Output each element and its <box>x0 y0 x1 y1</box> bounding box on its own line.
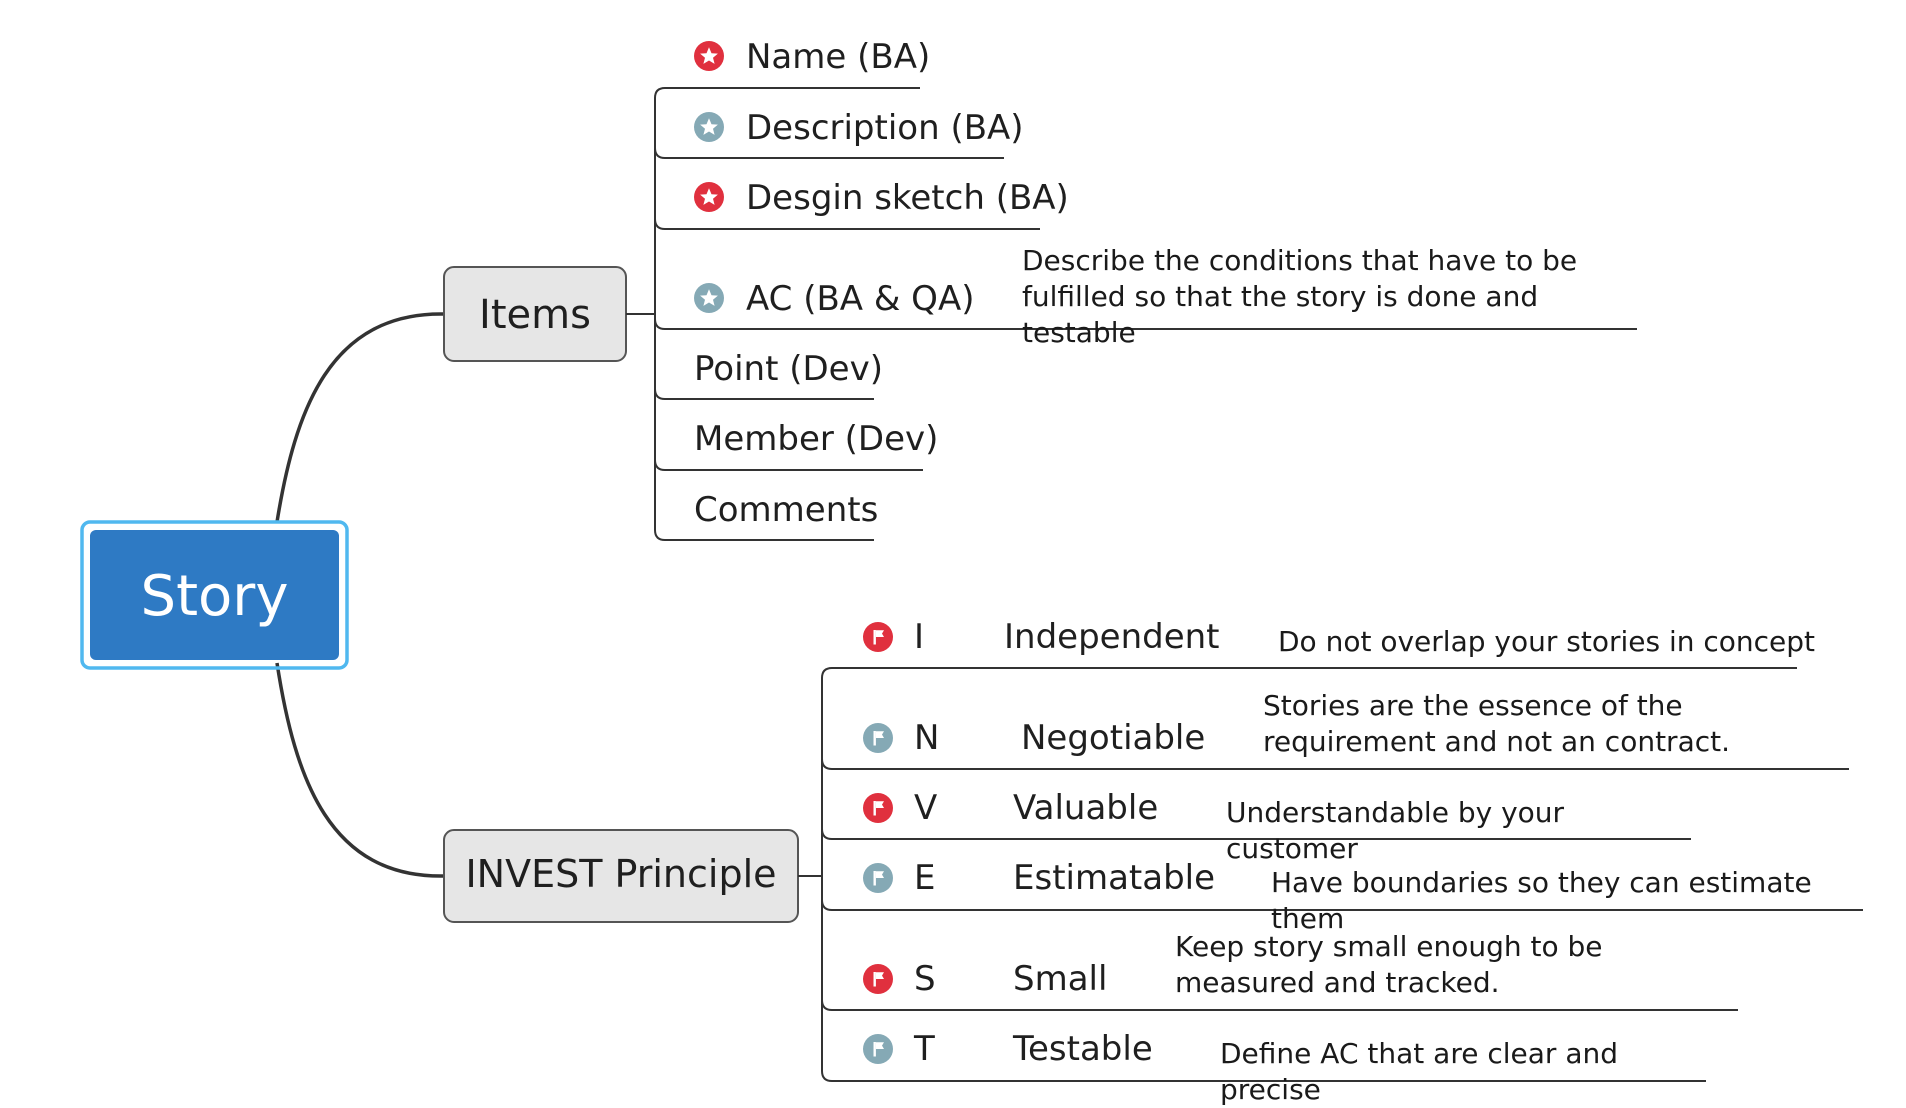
branch-items-label: Items <box>479 292 591 338</box>
star-icon <box>694 41 724 71</box>
item-underline <box>654 388 874 400</box>
item-label: Description (BA) <box>746 108 1024 148</box>
item-underline <box>654 318 1637 330</box>
star-icon <box>694 182 724 212</box>
item-label: Point (Dev) <box>694 349 883 389</box>
invest-word: Valuable <box>1013 788 1159 828</box>
invest-note: Understandable by your customer <box>1226 796 1565 865</box>
invest-letter: V <box>914 788 938 828</box>
item-underline <box>654 218 1040 230</box>
invest-note: Define AC that are clear and precise <box>1220 1037 1619 1106</box>
star-icon <box>694 283 724 313</box>
invest-word: Estimatable <box>1013 858 1216 898</box>
invest-word: Independent <box>1004 617 1220 657</box>
item-label: Member (Dev) <box>694 419 939 459</box>
invest-underline <box>821 828 1691 840</box>
invest-word: Small <box>1013 959 1108 999</box>
invest-letter: N <box>914 718 940 758</box>
flag-icon <box>863 723 893 753</box>
item-label: Name (BA) <box>746 37 931 77</box>
flag-icon <box>863 622 893 652</box>
invest-note: Have boundaries so they can estimate the… <box>1271 866 1812 935</box>
invest-underline <box>821 999 1738 1011</box>
connector-root-invest <box>275 662 445 878</box>
flag-icon <box>863 964 893 994</box>
invest-note: Do not overlap your stories in concept <box>1278 625 1816 658</box>
item-label: Desgin sketch (BA) <box>746 178 1069 218</box>
invest-word: Negotiable <box>1021 718 1206 758</box>
invest-letter: I <box>914 617 925 657</box>
item-note: Describe the conditions that have to be … <box>1022 244 1578 349</box>
item-underline <box>654 459 923 471</box>
invest-letter: T <box>914 1029 935 1069</box>
invest-underline <box>821 758 1849 770</box>
invest-underline <box>821 899 1863 911</box>
invest-letter: S <box>914 959 936 999</box>
invest-note: Keep story small enough to be measured a… <box>1175 930 1603 999</box>
invest-note: Stories are the essence of the requireme… <box>1263 689 1731 758</box>
item-label: Comments <box>694 490 879 530</box>
invest-letter: E <box>914 858 936 898</box>
invest-bracket <box>821 667 833 1082</box>
flag-icon <box>863 863 893 893</box>
root-label: Story <box>140 564 289 629</box>
branch-invest-label: INVEST Principle <box>465 852 777 896</box>
star-icon <box>694 112 724 142</box>
invest-word: Testable <box>1013 1029 1153 1069</box>
root-node-outline <box>80 520 349 670</box>
item-label: AC (BA & QA) <box>746 279 975 319</box>
flag-icon <box>863 793 893 823</box>
items-bracket <box>654 87 666 541</box>
connector-root-items <box>275 312 445 523</box>
item-underline <box>654 147 1004 159</box>
root-node <box>90 530 339 660</box>
flag-icon <box>863 1034 893 1064</box>
